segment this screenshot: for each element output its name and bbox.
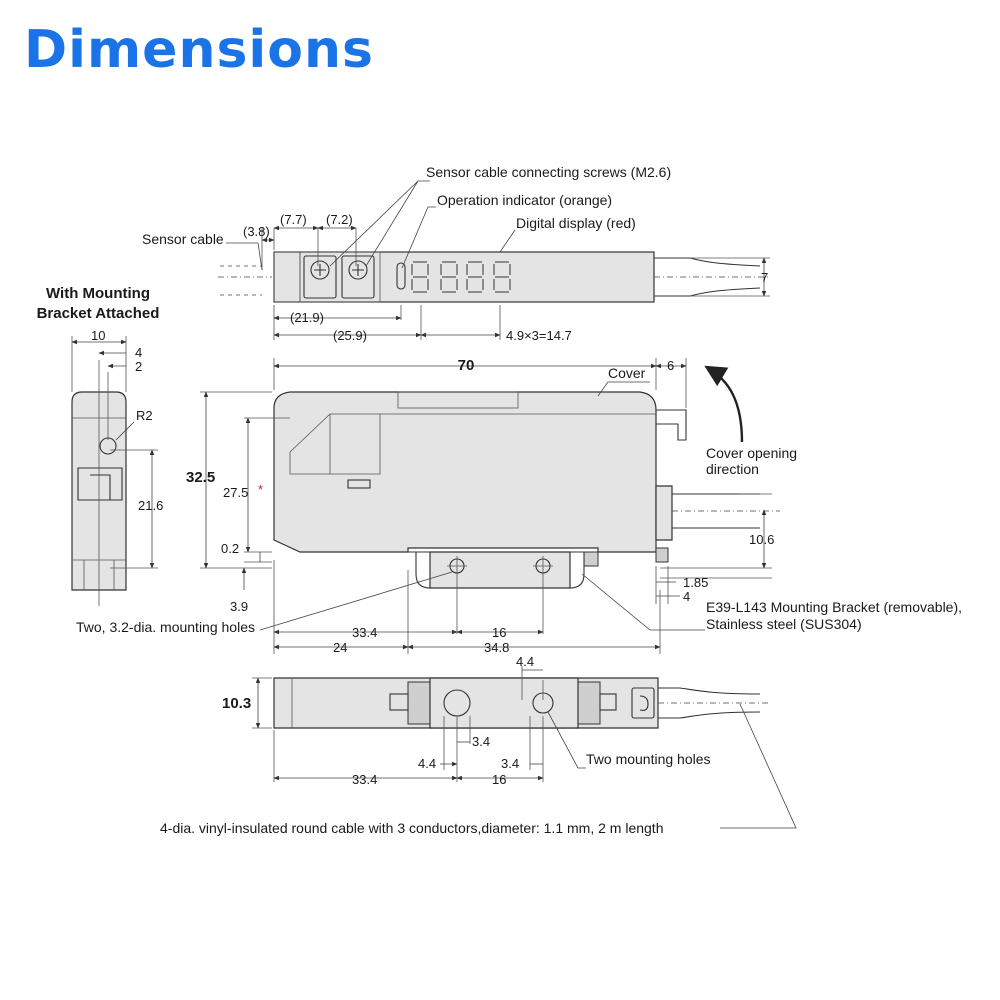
cover-direction-1: Cover opening (706, 445, 797, 461)
dim-7-7: (7.7) (280, 212, 307, 227)
front-view: 70 6 Cover Cover opening direction 32.5 … (76, 357, 962, 655)
side-dim-21-6: 21.6 (138, 498, 163, 513)
side-heading-2: Bracket Attached (37, 305, 160, 322)
front-dim-33-4: 33.4 (352, 625, 377, 640)
page-title: Dimensions (24, 20, 374, 80)
bottom-dim-3-4: 3.4 (501, 756, 519, 771)
side-dim-r2: R2 (136, 408, 153, 423)
side-dim-10: 10 (91, 328, 105, 343)
dim-21-9: (21.9) (290, 310, 324, 325)
side-dim-4: 4 (135, 345, 142, 360)
bottom-view: 10.3 4.4 3.4 4.4 3.4 33.4 16 Two mountin… (160, 654, 797, 836)
sensor-cable-callout: Sensor cable (142, 231, 224, 247)
holes-callout: Two, 3.2-dia. mounting holes (76, 619, 255, 635)
side-view: With Mounting Bracket Attached 10 4 2 R2… (37, 285, 163, 606)
asterisk-mark: * (258, 482, 263, 497)
front-dim-1-85: 1.85 (683, 575, 708, 590)
dim-pitch: 4.9×3=14.7 (506, 328, 572, 343)
front-dim-32-5: 32.5 (186, 469, 215, 486)
front-dim-10-6: 10.6 (749, 532, 774, 547)
bottom-holes-callout: Two mounting holes (586, 751, 711, 767)
bracket-callout-2: Stainless steel (SUS304) (706, 616, 862, 632)
bottom-dim-4-4-top: 4.4 (516, 654, 534, 669)
digital-display (411, 261, 511, 293)
indicator-callout: Operation indicator (orange) (437, 192, 612, 208)
cable-note: 4-dia. vinyl-insulated round cable with … (160, 820, 663, 836)
front-dim-70: 70 (458, 357, 475, 374)
front-dim-24: 24 (333, 640, 347, 655)
dim-7-2: (7.2) (326, 212, 353, 227)
dim-25-9: (25.9) (333, 328, 367, 343)
cover-callout: Cover (608, 365, 646, 381)
display-callout: Digital display (red) (516, 215, 636, 231)
bottom-dim-3-4-top: 3.4 (472, 734, 490, 749)
bottom-dim-33-4: 33.4 (352, 772, 377, 787)
bracket-callout-1: E39-L143 Mounting Bracket (removable), (706, 599, 962, 615)
front-dim-27-5: 27.5 (223, 485, 248, 500)
front-dim-34-8: 34.8 (484, 640, 509, 655)
dim-3-8: (3.8) (243, 224, 270, 239)
front-dim-16: 16 (492, 625, 506, 640)
side-dim-2: 2 (135, 359, 142, 374)
front-dim-6: 6 (667, 358, 674, 373)
dim-7: 7 (761, 270, 768, 285)
screws-callout: Sensor cable connecting screws (M2.6) (426, 164, 671, 180)
cover-direction-2: direction (706, 461, 759, 477)
bottom-dim-16: 16 (492, 772, 506, 787)
side-heading-1: With Mounting (46, 285, 150, 302)
bottom-dim-10-3: 10.3 (222, 695, 251, 712)
front-dim-0-2: 0.2 (221, 541, 239, 556)
bottom-dim-4-4: 4.4 (418, 756, 436, 771)
front-dim-3-9: 3.9 (230, 599, 248, 614)
front-dim-4: 4 (683, 589, 690, 604)
top-view: Sensor cable connecting screws (M2.6) Op… (142, 164, 770, 343)
